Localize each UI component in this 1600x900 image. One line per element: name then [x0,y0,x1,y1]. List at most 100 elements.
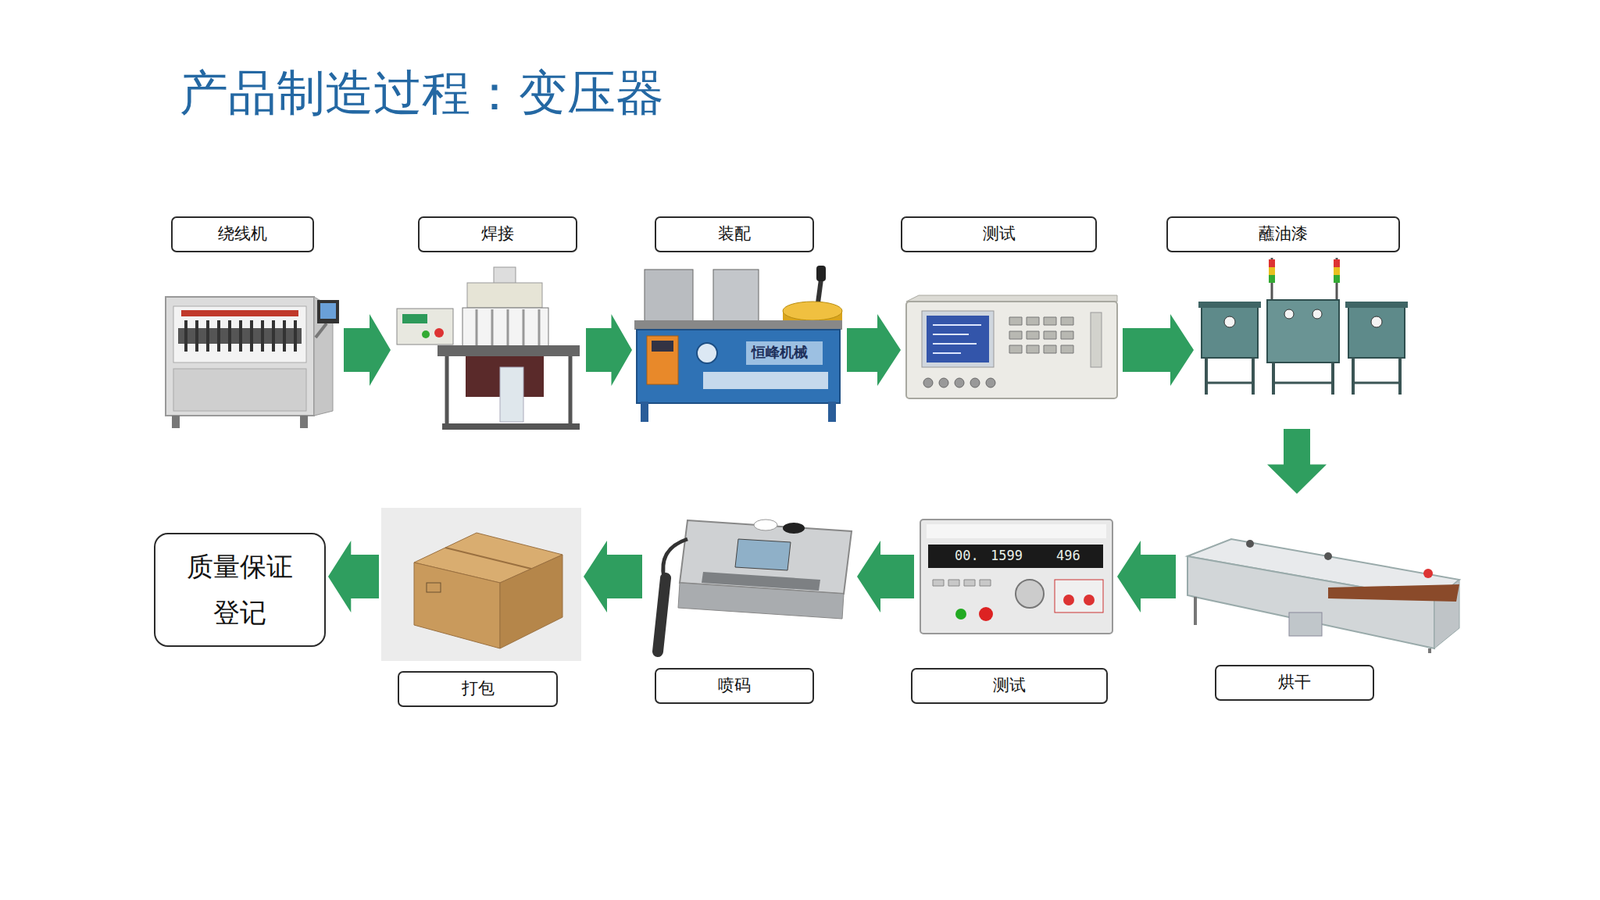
process-step: 蘸油漆 [1196,255,1414,398]
oven-fan [1246,539,1254,548]
carton [381,507,582,661]
oven-front [1187,556,1435,649]
step-label-box: 焊接 [417,216,578,253]
flow-arrow [343,314,391,386]
tester-top [906,295,1118,302]
process-step: 装配 [634,262,845,424]
screen-frame [921,310,994,368]
display-reading: 496 [1056,547,1081,564]
step-label-box: 绕线机 [171,216,315,253]
press-block [713,269,759,322]
process-step: 喷码 [644,515,855,658]
gauge [1371,316,1383,328]
tester-display [928,544,1104,568]
control-button [434,328,444,338]
flow-arrow [857,540,915,613]
oven-fan [1324,552,1333,561]
ink-cap [782,522,805,534]
base-leg [640,401,649,422]
terminal [985,378,996,388]
process-step: 绕线机 [163,285,342,429]
weld-base [442,423,580,430]
signal-light [1333,275,1340,283]
step-label: 打包 [461,678,495,699]
monitor-arm [315,323,327,338]
gauge [1284,309,1294,319]
output-terminal [1083,594,1095,606]
flow-arrow [1122,314,1194,386]
weld-legs [446,356,571,427]
printer-top [679,520,852,594]
step-label: 测试 [982,224,1016,244]
weld-table [437,345,580,357]
print-head [657,578,666,652]
tank-lid [1198,301,1261,308]
signal-light [1333,259,1340,268]
name-plate [746,341,823,365]
signal-light [1268,259,1275,268]
drying-oven [1187,539,1460,654]
button-grid [1009,317,1074,354]
step-label: 蘸油漆 [1258,224,1308,244]
conveyor-belt [1328,584,1460,602]
spindles [185,320,296,352]
dip-paint-machine [1198,257,1408,395]
control-display [402,314,428,324]
record-box: 质量保证 登记 [153,532,326,647]
blue-base [636,329,840,404]
step-label: 烘干 [1278,672,1311,693]
box-seam [445,547,532,569]
handle-knob [816,265,826,282]
page-title: 产品制造过程：变压器 [179,64,665,122]
hood [467,282,543,308]
printer-screen [735,539,791,571]
gauge [1312,309,1322,319]
step-label: 喷码 [717,675,751,696]
ink-cap [753,519,778,531]
info-plate [703,371,829,390]
screen-lines [932,325,982,354]
hood-chimney [493,267,516,285]
terminal [970,378,980,388]
monitor [317,300,340,324]
warning-panel [1054,579,1104,613]
step-label-box: 喷码 [654,667,815,704]
paint-tank [1201,306,1258,358]
monitor-screen [320,303,336,319]
display-reading: 00. [954,547,979,564]
terminal [939,378,949,388]
control-box [396,308,454,345]
lcr-tester [906,295,1118,399]
screen [926,315,990,363]
inkjet-printer [657,519,852,652]
terminal [923,378,933,388]
oven-panel [1289,612,1322,636]
printer-keyboard [701,571,821,591]
weld-plate [500,367,524,422]
gauge [1224,316,1236,328]
base-leg [828,401,836,422]
terminal [954,378,965,388]
weld-bars [476,309,540,346]
paint-tank [1348,306,1405,358]
assembly-machine [634,265,843,422]
machine-leg [300,415,308,429]
control-button [421,330,430,339]
leg-braces [1206,382,1400,385]
tank-legs [1206,357,1400,395]
paint-control-cabinet [1267,300,1340,363]
control-screen [651,340,674,352]
yellow-cylinder-top [782,301,843,321]
press-block [644,269,693,322]
tank-lid [1345,301,1408,308]
side-slot [1090,312,1102,368]
display-reading: 1599 [990,547,1023,564]
machine-leg [171,415,180,429]
box-front [414,562,500,649]
flow-arrow [585,314,633,386]
step-label-box: 烘干 [1214,664,1375,701]
flow-arrow [1267,428,1327,494]
maker-name: 恒峰机械 [751,343,808,361]
